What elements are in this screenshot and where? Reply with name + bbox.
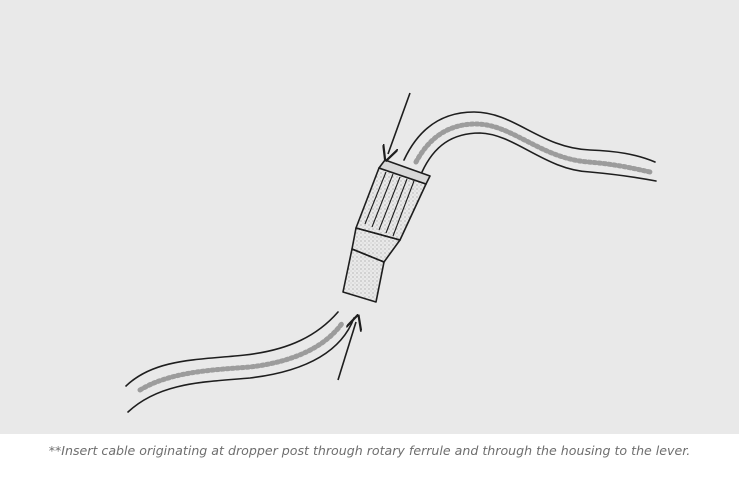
lower-cable [126, 312, 354, 412]
upper-arrow [388, 93, 410, 154]
figure-caption: **Insert cable originating at dropper po… [0, 442, 739, 460]
figure-panel [0, 0, 739, 434]
rotary-ferrule [343, 160, 430, 302]
upper-cable [404, 112, 656, 181]
cable-ferrule-illustration [0, 0, 739, 434]
